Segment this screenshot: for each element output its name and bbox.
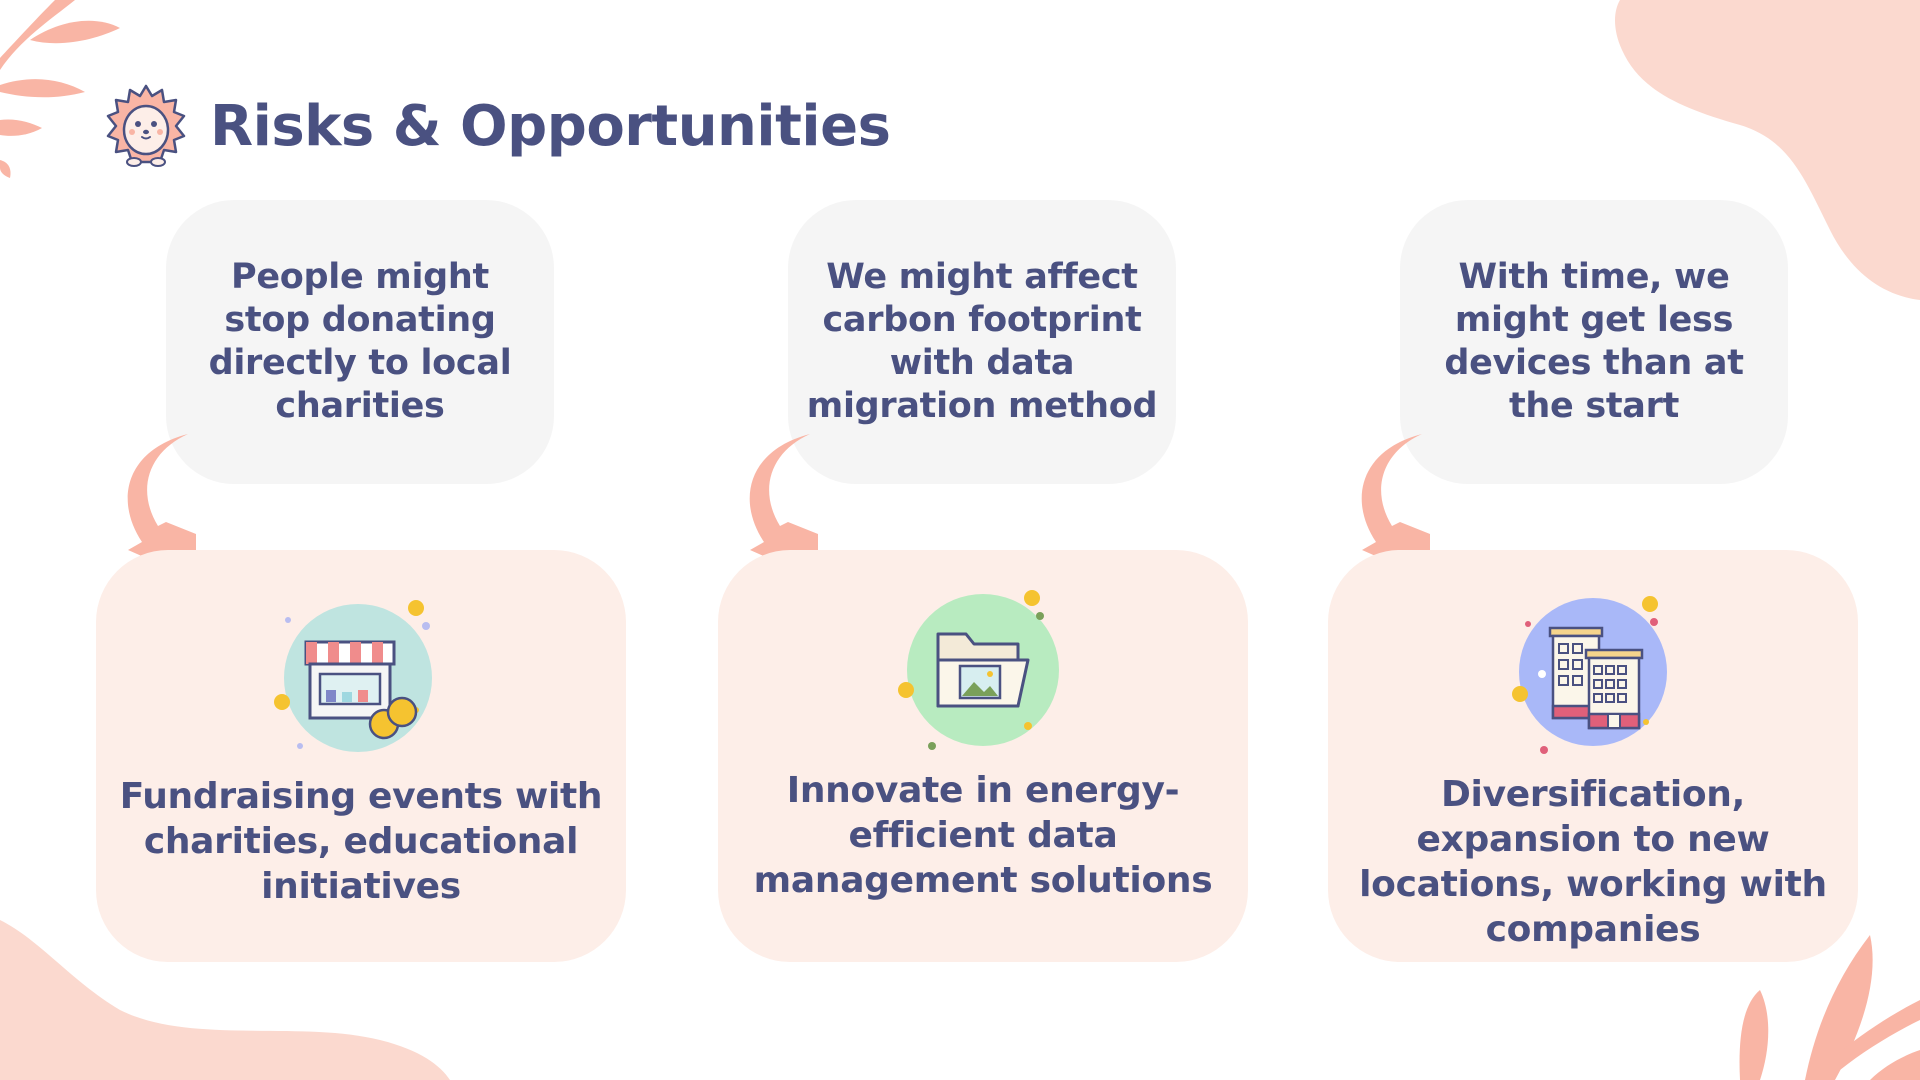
opportunity-text-2: Innovate in energy-efficient data manage…	[738, 768, 1228, 903]
risk-card-3: With time, we might get less devices tha…	[1400, 200, 1788, 484]
risk-text-1: People might stop donating directly to l…	[184, 256, 536, 428]
opportunity-card-1: Fundraising events with charities, educa…	[96, 550, 626, 962]
page-title: Risks & Opportunities	[210, 94, 890, 159]
risk-text-3: With time, we might get less devices tha…	[1418, 256, 1770, 428]
opportunity-card-2: Innovate in energy-efficient data manage…	[718, 550, 1248, 962]
risk-card-1: People might stop donating directly to l…	[166, 200, 554, 484]
title-bar: Risks & Opportunities	[104, 78, 890, 174]
hedgehog-icon	[104, 82, 188, 170]
image-folder-icon	[888, 586, 1078, 756]
opportunity-card-3: Diversification, expansion to new locati…	[1328, 550, 1858, 962]
opportunity-text-3: Diversification, expansion to new locati…	[1348, 772, 1838, 952]
market-stall-coins-icon	[266, 586, 456, 756]
risk-text-2: We might affect carbon footprint with da…	[806, 256, 1158, 428]
office-buildings-icon	[1498, 586, 1688, 756]
risk-card-2: We might affect carbon footprint with da…	[788, 200, 1176, 484]
opportunity-text-1: Fundraising events with charities, educa…	[116, 774, 606, 909]
